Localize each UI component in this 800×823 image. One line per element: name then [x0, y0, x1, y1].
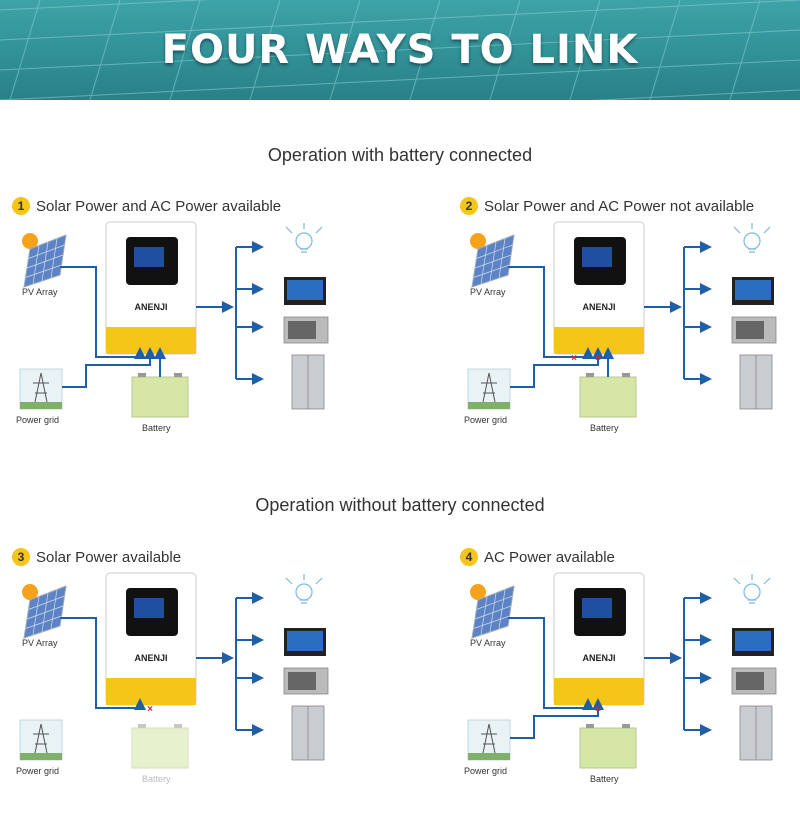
mode-heading: 4 AC Power available	[460, 548, 615, 566]
battery-label: Battery	[590, 774, 619, 784]
grid-wire	[510, 347, 604, 388]
power-grid-label: Power grid	[16, 415, 60, 425]
television-icon	[284, 277, 326, 305]
battery-label: Battery	[142, 774, 171, 784]
inverter-icon	[553, 572, 645, 706]
wiring-diagram: ANENJI	[19, 221, 329, 418]
solar-panel-icon	[470, 584, 515, 639]
power-grid-icon	[19, 719, 63, 761]
brand-logo: ANENJI	[134, 653, 167, 663]
microwave-icon	[731, 316, 777, 344]
light-bulb-icon	[285, 223, 323, 253]
pv-array-label: PV Array	[470, 287, 506, 297]
step-number-badge: 2	[460, 197, 478, 215]
solar-panel-icon	[22, 584, 67, 639]
solar-panel-icon	[470, 233, 515, 288]
wiring-diagram: ANENJI × ×	[467, 221, 777, 418]
power-grid-label: Power grid	[464, 415, 508, 425]
mode-heading: 2 Solar Power and AC Power not available	[460, 197, 754, 215]
inverter-icon	[105, 221, 197, 355]
mode-heading: 1 Solar Power and AC Power available	[12, 197, 281, 215]
header-banner: FOUR WAYS TO LINK	[0, 0, 800, 100]
section-title-with-battery: Operation with battery connected	[267, 145, 533, 165]
mode-heading: 3 Solar Power available	[12, 548, 181, 566]
television-icon	[732, 277, 774, 305]
battery-icon	[579, 373, 637, 418]
cut-mark: ×	[595, 353, 601, 364]
television-icon	[732, 628, 774, 656]
pv-wire	[508, 266, 594, 359]
pv-array-label: PV Array	[22, 638, 58, 648]
battery-icon	[579, 724, 637, 769]
battery-icon	[131, 373, 189, 418]
step-number-badge: 1	[12, 197, 30, 215]
television-icon	[284, 628, 326, 656]
cut-mark: ×	[595, 704, 601, 715]
page-title: FOUR WAYS TO LINK	[161, 27, 639, 73]
diagram-solar-and-ac: 1 Solar Power and AC Power available ANEN…	[0, 197, 400, 457]
refrigerator-icon	[739, 354, 773, 410]
light-bulb-icon	[733, 574, 771, 604]
brand-logo: ANENJI	[582, 653, 615, 663]
mode-title: AC Power available	[484, 549, 615, 566]
solar-panel-icon	[22, 233, 67, 288]
mode-title: Solar Power and AC Power available	[36, 198, 282, 215]
battery-icon	[131, 724, 189, 769]
inverter-icon	[553, 221, 645, 355]
light-bulb-icon	[285, 574, 323, 604]
inverter-icon	[105, 572, 197, 706]
brand-logo: ANENJI	[582, 302, 615, 312]
pv-wire	[60, 617, 146, 710]
refrigerator-icon	[739, 705, 773, 761]
microwave-icon	[283, 667, 329, 695]
solar-panel-background	[0, 0, 800, 100]
power-grid-icon	[467, 719, 511, 761]
light-bulb-icon	[733, 223, 771, 253]
grid-wire	[510, 698, 604, 739]
cut-mark: ×	[571, 353, 577, 364]
wiring-diagram: ANENJI ×	[19, 572, 329, 769]
power-grid-icon	[19, 368, 63, 410]
refrigerator-icon	[291, 705, 325, 761]
power-grid-label: Power grid	[16, 766, 60, 776]
refrigerator-icon	[291, 354, 325, 410]
grid-wire	[62, 347, 156, 388]
pv-array-label: PV Array	[22, 287, 58, 297]
battery-label: Battery	[142, 423, 171, 433]
mode-title: Solar Power available	[36, 549, 182, 566]
section-title-without-battery: Operation without battery connected	[255, 495, 545, 515]
pv-wire	[60, 266, 146, 359]
mode-title: Solar Power and AC Power not available	[484, 198, 755, 215]
pv-wire	[508, 617, 594, 710]
cut-mark: ×	[147, 704, 153, 715]
pv-array-label: PV Array	[470, 638, 506, 648]
microwave-icon	[283, 316, 329, 344]
step-number-badge: 3	[12, 548, 30, 566]
brand-logo: ANENJI	[134, 302, 167, 312]
power-grid-icon	[467, 368, 511, 410]
battery-label: Battery	[590, 423, 619, 433]
microwave-icon	[731, 667, 777, 695]
power-grid-label: Power grid	[464, 766, 508, 776]
wiring-diagram: ANENJI ×	[467, 572, 777, 769]
step-number-badge: 4	[460, 548, 478, 566]
